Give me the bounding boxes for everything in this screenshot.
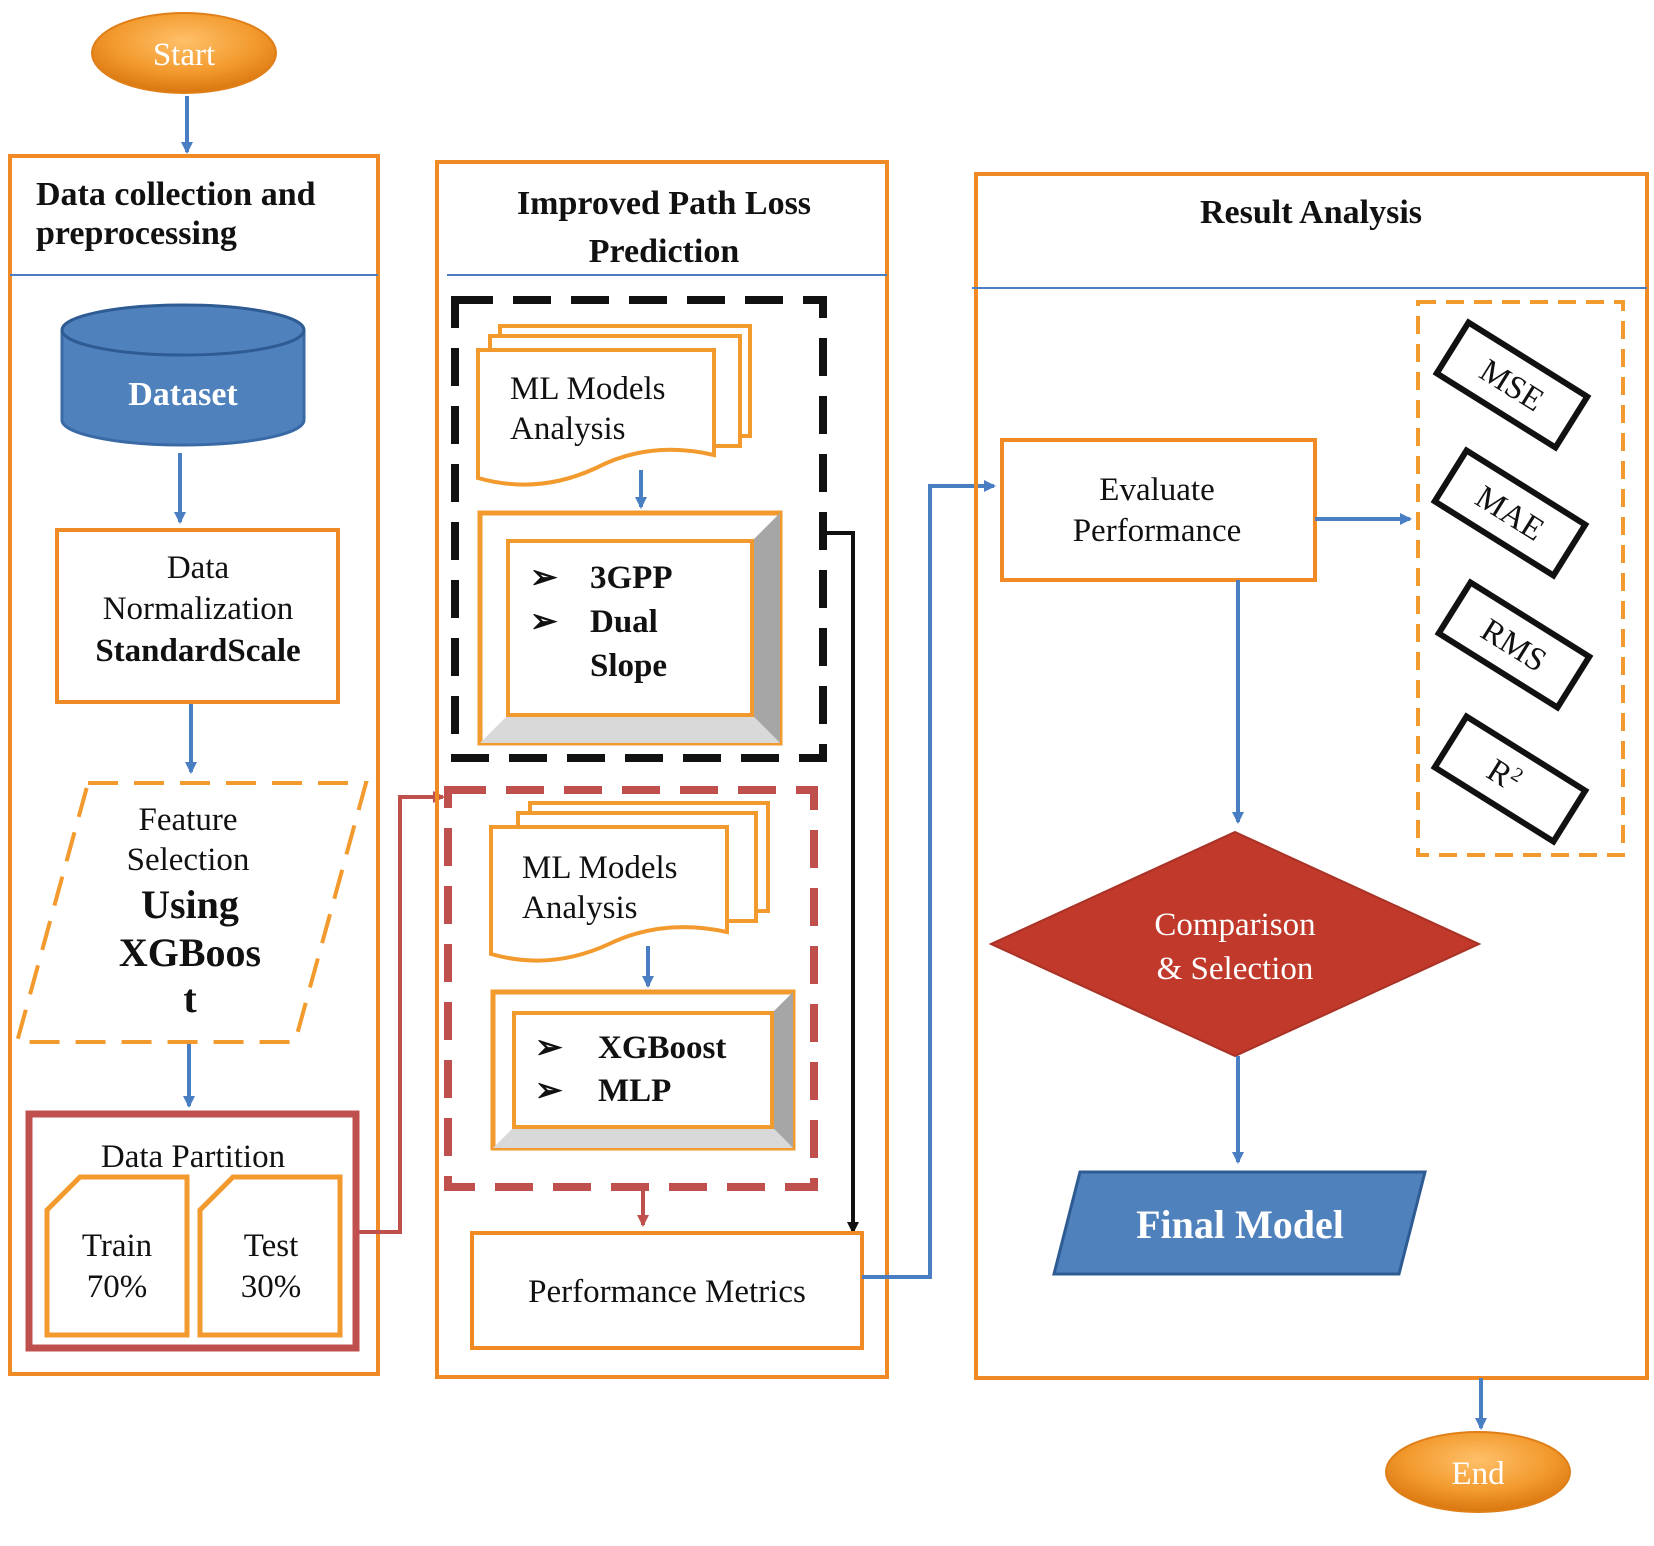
doc2-line2: Analysis [522, 890, 638, 926]
comparison-line1: Comparison [1154, 907, 1315, 943]
feature-line5: t [183, 976, 197, 1021]
final-model-parallelogram: Final Model [1052, 1170, 1427, 1276]
evaluate-line1: Evaluate [1099, 472, 1214, 508]
panel-path-loss-prediction: Improved Path Loss Prediction [435, 160, 889, 1379]
feature-line2: Selection [127, 842, 250, 878]
final-model-label: Final Model [1136, 1202, 1344, 1247]
data-partition-box: Data Partition Train 70% Test 30% [25, 1110, 360, 1352]
doc2-line1: ML Models [522, 850, 678, 886]
metric-mse: MSE [1432, 318, 1592, 452]
test-label: Test [244, 1228, 299, 1264]
empirical-models-group: ML Models Analysis ➢ 3GPP ➢ Dual Slope [451, 296, 827, 762]
panel-result-analysis: Result Analysis [972, 172, 1649, 1380]
dataset-cylinder: Dataset [60, 303, 306, 447]
performance-metrics-box: Performance Metrics [470, 1231, 864, 1350]
ml-models-bevel-box: ➢ XGBoost ➢ MLP [490, 989, 796, 1151]
end-label: End [1451, 1456, 1505, 1492]
evaluate-line2: Performance [1073, 513, 1242, 549]
ml-models-document-2: ML Models Analysis [489, 801, 770, 963]
bullet4-icon: ➢ [535, 1073, 563, 1109]
end-terminal: End [1385, 1431, 1571, 1513]
panel1-title-line1: Data collection and [36, 176, 316, 213]
normalization-box: Data Normalization StandardScale [55, 528, 340, 704]
item-3gpp: 3GPP [590, 560, 672, 596]
normalization-line3: StandardScale [95, 633, 300, 669]
metrics-group: MSE MAE RMS R2 [1416, 300, 1625, 857]
dataset-label: Dataset [128, 376, 238, 413]
panel1-title-line2: preprocessing [36, 215, 237, 252]
empirical-models-bevel-box: ➢ 3GPP ➢ Dual Slope [477, 510, 783, 746]
panel2-title-line2: Prediction [589, 233, 740, 270]
train-label: Train [82, 1228, 152, 1264]
evaluate-performance-box: Evaluate Performance [1000, 438, 1317, 582]
bullet1-icon: ➢ [530, 560, 558, 596]
panel-data-collection: Data collection and preprocessing [8, 154, 380, 1376]
start-terminal: Start [91, 12, 277, 94]
item-xgboost: XGBoost [598, 1030, 726, 1066]
doc1-line1: ML Models [510, 371, 666, 407]
feature-line4: XGBoos [119, 930, 261, 975]
arrow-partition-to-group2 [356, 791, 445, 1234]
feature-selection-parallelogram: Feature Selection Using XGBoos t [14, 781, 369, 1044]
arrow-group1-to-metrics [823, 531, 859, 1234]
feature-line1: Feature [139, 802, 238, 838]
item-slope: Slope [590, 648, 667, 684]
panel2-title-line1: Improved Path Loss [517, 185, 811, 222]
train-card: Train 70% [44, 1174, 190, 1338]
test-pct: 30% [241, 1269, 302, 1305]
panel3-title: Result Analysis [1200, 194, 1422, 231]
test-card: Test 30% [197, 1174, 343, 1338]
start-label: Start [153, 37, 215, 73]
comparison-line2: & Selection [1157, 951, 1314, 987]
performance-metrics-label: Performance Metrics [528, 1274, 806, 1310]
item-mlp: MLP [598, 1073, 671, 1109]
item-dual: Dual [590, 604, 658, 640]
normalization-line1: Data [167, 550, 230, 586]
metric-mae: MAE [1430, 446, 1590, 580]
ml-models-document-1: ML Models Analysis [476, 324, 752, 487]
train-pct: 70% [87, 1269, 148, 1305]
bullet3-icon: ➢ [535, 1030, 563, 1066]
bullet2-icon: ➢ [530, 604, 558, 640]
comparison-diamond: Comparison & Selection [988, 830, 1482, 1058]
arrow-metrics-to-evaluate [862, 480, 996, 1279]
ml-models-group: ML Models Analysis ➢ XGBoost ➢ MLP [444, 786, 818, 1191]
doc1-line2: Analysis [510, 411, 626, 447]
partition-title: Data Partition [101, 1139, 285, 1175]
normalization-line2: Normalization [103, 591, 294, 627]
metric-rms: RMS [1434, 578, 1594, 712]
feature-line3: Using [141, 882, 239, 927]
metric-r2: R2 [1430, 712, 1590, 846]
